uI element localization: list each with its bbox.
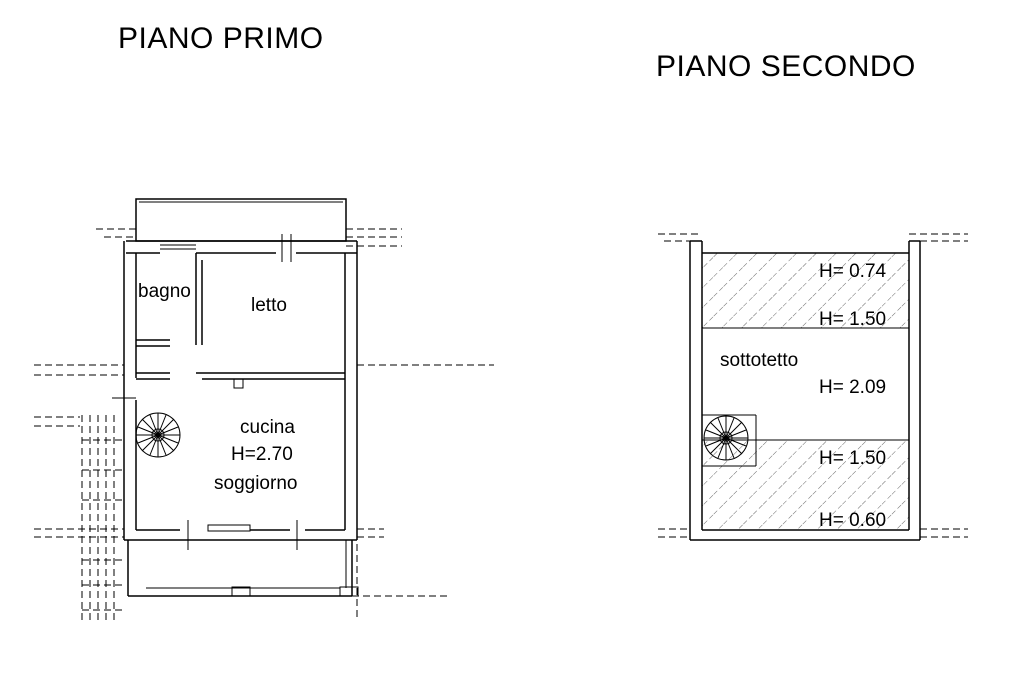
second-floor-title: PIANO SECONDO bbox=[656, 50, 916, 83]
first-floor-plan bbox=[34, 198, 494, 620]
spiral-staircase-first-floor bbox=[135, 412, 181, 458]
height-label-2: H= 1.50 bbox=[819, 309, 886, 330]
spiral-staircase-second-floor bbox=[703, 415, 749, 461]
height-label-3: H= 2.09 bbox=[819, 377, 886, 398]
top-balcony bbox=[135, 198, 347, 242]
first-floor-title: PIANO PRIMO bbox=[118, 22, 324, 55]
height-label-1: H= 0.74 bbox=[819, 261, 887, 282]
room-label-letto: letto bbox=[251, 295, 287, 316]
room-label-bagno: bagno bbox=[138, 281, 191, 302]
room-label-sottotetto: sottotetto bbox=[720, 350, 798, 371]
room-label-soggiorno: soggiorno bbox=[214, 473, 297, 494]
second-floor-plan bbox=[658, 233, 968, 541]
room-height-cucina: H=2.70 bbox=[231, 444, 293, 465]
height-label-4: H= 1.50 bbox=[819, 448, 886, 469]
adjacent-building-lines bbox=[34, 228, 494, 620]
room-label-cucina: cucina bbox=[240, 417, 295, 438]
adjacent-building-lines-second bbox=[658, 233, 968, 538]
height-label-5: H= 0.60 bbox=[819, 510, 886, 531]
